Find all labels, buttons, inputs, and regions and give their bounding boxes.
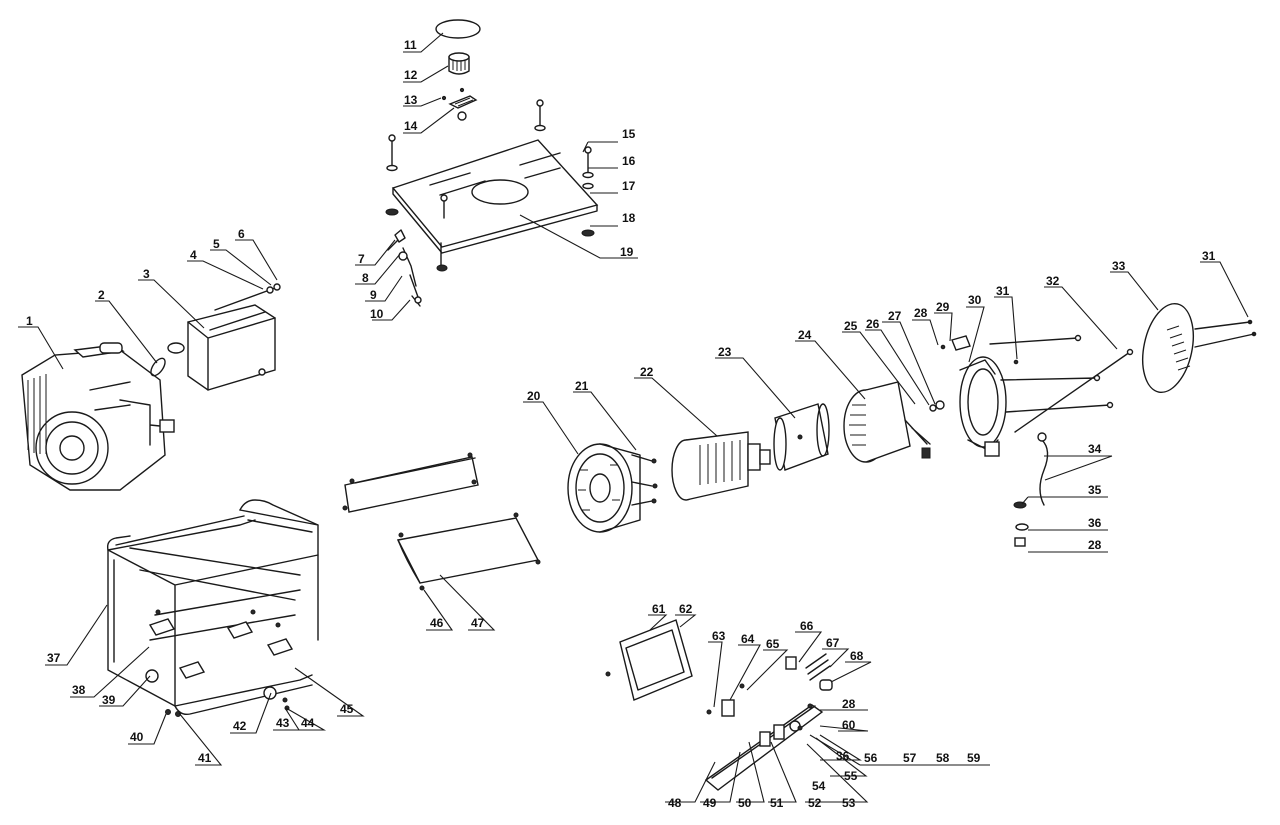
callout-57: 57 [903,751,917,765]
tank-bolts [385,99,595,272]
callout-10: 10 [370,307,384,321]
fuel-gauge-bracket [441,87,478,121]
callout-66: 66 [800,619,814,633]
rear-end-cover [929,356,1007,457]
callout-20: 20 [527,389,541,403]
callout-54: 54 [812,779,826,793]
callout-48: 48 [668,796,682,810]
callout-44: 44 [301,716,315,730]
callout-24: 24 [798,328,812,342]
callout-56: 56 [864,751,878,765]
lower-side-cover [396,512,541,591]
callout-9: 9 [370,288,377,302]
callout-68: 68 [850,649,864,663]
front-end-cover [567,443,658,533]
callout-28-b: 28 [1088,538,1102,552]
callout-35: 35 [1088,483,1102,497]
callout-51: 51 [770,796,784,810]
callout-40: 40 [130,730,144,744]
callout-12: 12 [404,68,418,82]
callout-65: 65 [766,637,780,651]
callout-31-b: 31 [1202,249,1216,263]
callout-22: 22 [640,365,654,379]
fuel-strainer [448,52,470,75]
callout-46: 46 [430,616,444,630]
callout-50: 50 [738,796,752,810]
callout-6: 6 [238,227,245,241]
callout-7: 7 [358,252,365,266]
callout-13: 13 [404,93,418,107]
callout-36-a: 36 [1088,516,1102,530]
callout-43: 43 [276,716,290,730]
callout-42: 42 [233,719,247,733]
callout-19: 19 [620,245,634,259]
callout-18: 18 [622,211,636,225]
callout-47: 47 [471,616,485,630]
callout-59: 59 [967,751,981,765]
callout-67: 67 [826,636,840,650]
fuel-tank-cap [435,19,481,39]
callout-1: 1 [26,314,33,328]
callout-23: 23 [718,345,732,359]
callout-62: 62 [679,602,693,616]
callout-30: 30 [968,293,982,307]
upper-side-cover [342,452,479,513]
stator [843,381,931,463]
control-panel [704,683,824,791]
callout-60: 60 [842,718,856,732]
callout-36-b: 36 [836,749,850,763]
outlet-parts [785,653,833,691]
callout-15: 15 [622,127,636,141]
callout-14: 14 [404,119,418,133]
callout-31-a: 31 [996,284,1010,298]
callout-25: 25 [844,319,858,333]
callout-64: 64 [741,632,755,646]
callout-21: 21 [575,379,589,393]
callout-28-a: 28 [914,306,928,320]
muffler [167,283,281,391]
callout-37: 37 [47,651,61,665]
callout-27: 27 [888,309,902,323]
callout-4: 4 [190,248,197,262]
callout-39: 39 [102,693,116,707]
leader-lines [18,32,1249,803]
callout-16: 16 [622,154,636,168]
ground-wire [1013,432,1049,547]
callout-61: 61 [652,602,666,616]
callout-45: 45 [340,702,354,716]
callout-38: 38 [72,683,86,697]
callout-29: 29 [936,300,950,314]
callout-labels: 11 12 13 14 15 16 17 18 19 7 8 9 10 1 2 … [26,38,1216,810]
callout-26: 26 [866,317,880,331]
stator-ring [773,403,830,471]
callout-33: 33 [1112,259,1126,273]
through-bolts [989,334,1134,433]
brush-holder [940,335,1019,365]
control-box-housing [605,619,693,701]
tube-frame [106,499,319,717]
callout-8: 8 [362,271,369,285]
rotor [671,431,771,501]
callout-52: 52 [808,796,822,810]
callout-34: 34 [1088,442,1102,456]
callout-41: 41 [198,751,212,765]
callout-5: 5 [213,237,220,251]
callout-53: 53 [842,796,856,810]
callout-49: 49 [703,796,717,810]
callout-17: 17 [622,179,636,193]
callout-11: 11 [404,38,417,52]
callout-63: 63 [712,629,726,643]
callout-3: 3 [143,267,150,281]
fuel-tank-plate [391,139,599,254]
fuel-valve [387,229,422,307]
callout-28-c: 28 [842,697,856,711]
callout-2: 2 [98,288,105,302]
callout-55: 55 [844,769,858,783]
callout-58: 58 [936,751,950,765]
end-cap [1142,303,1257,393]
callout-32: 32 [1046,274,1060,288]
engine-assembly [21,342,175,491]
muffler-gasket [150,357,166,377]
